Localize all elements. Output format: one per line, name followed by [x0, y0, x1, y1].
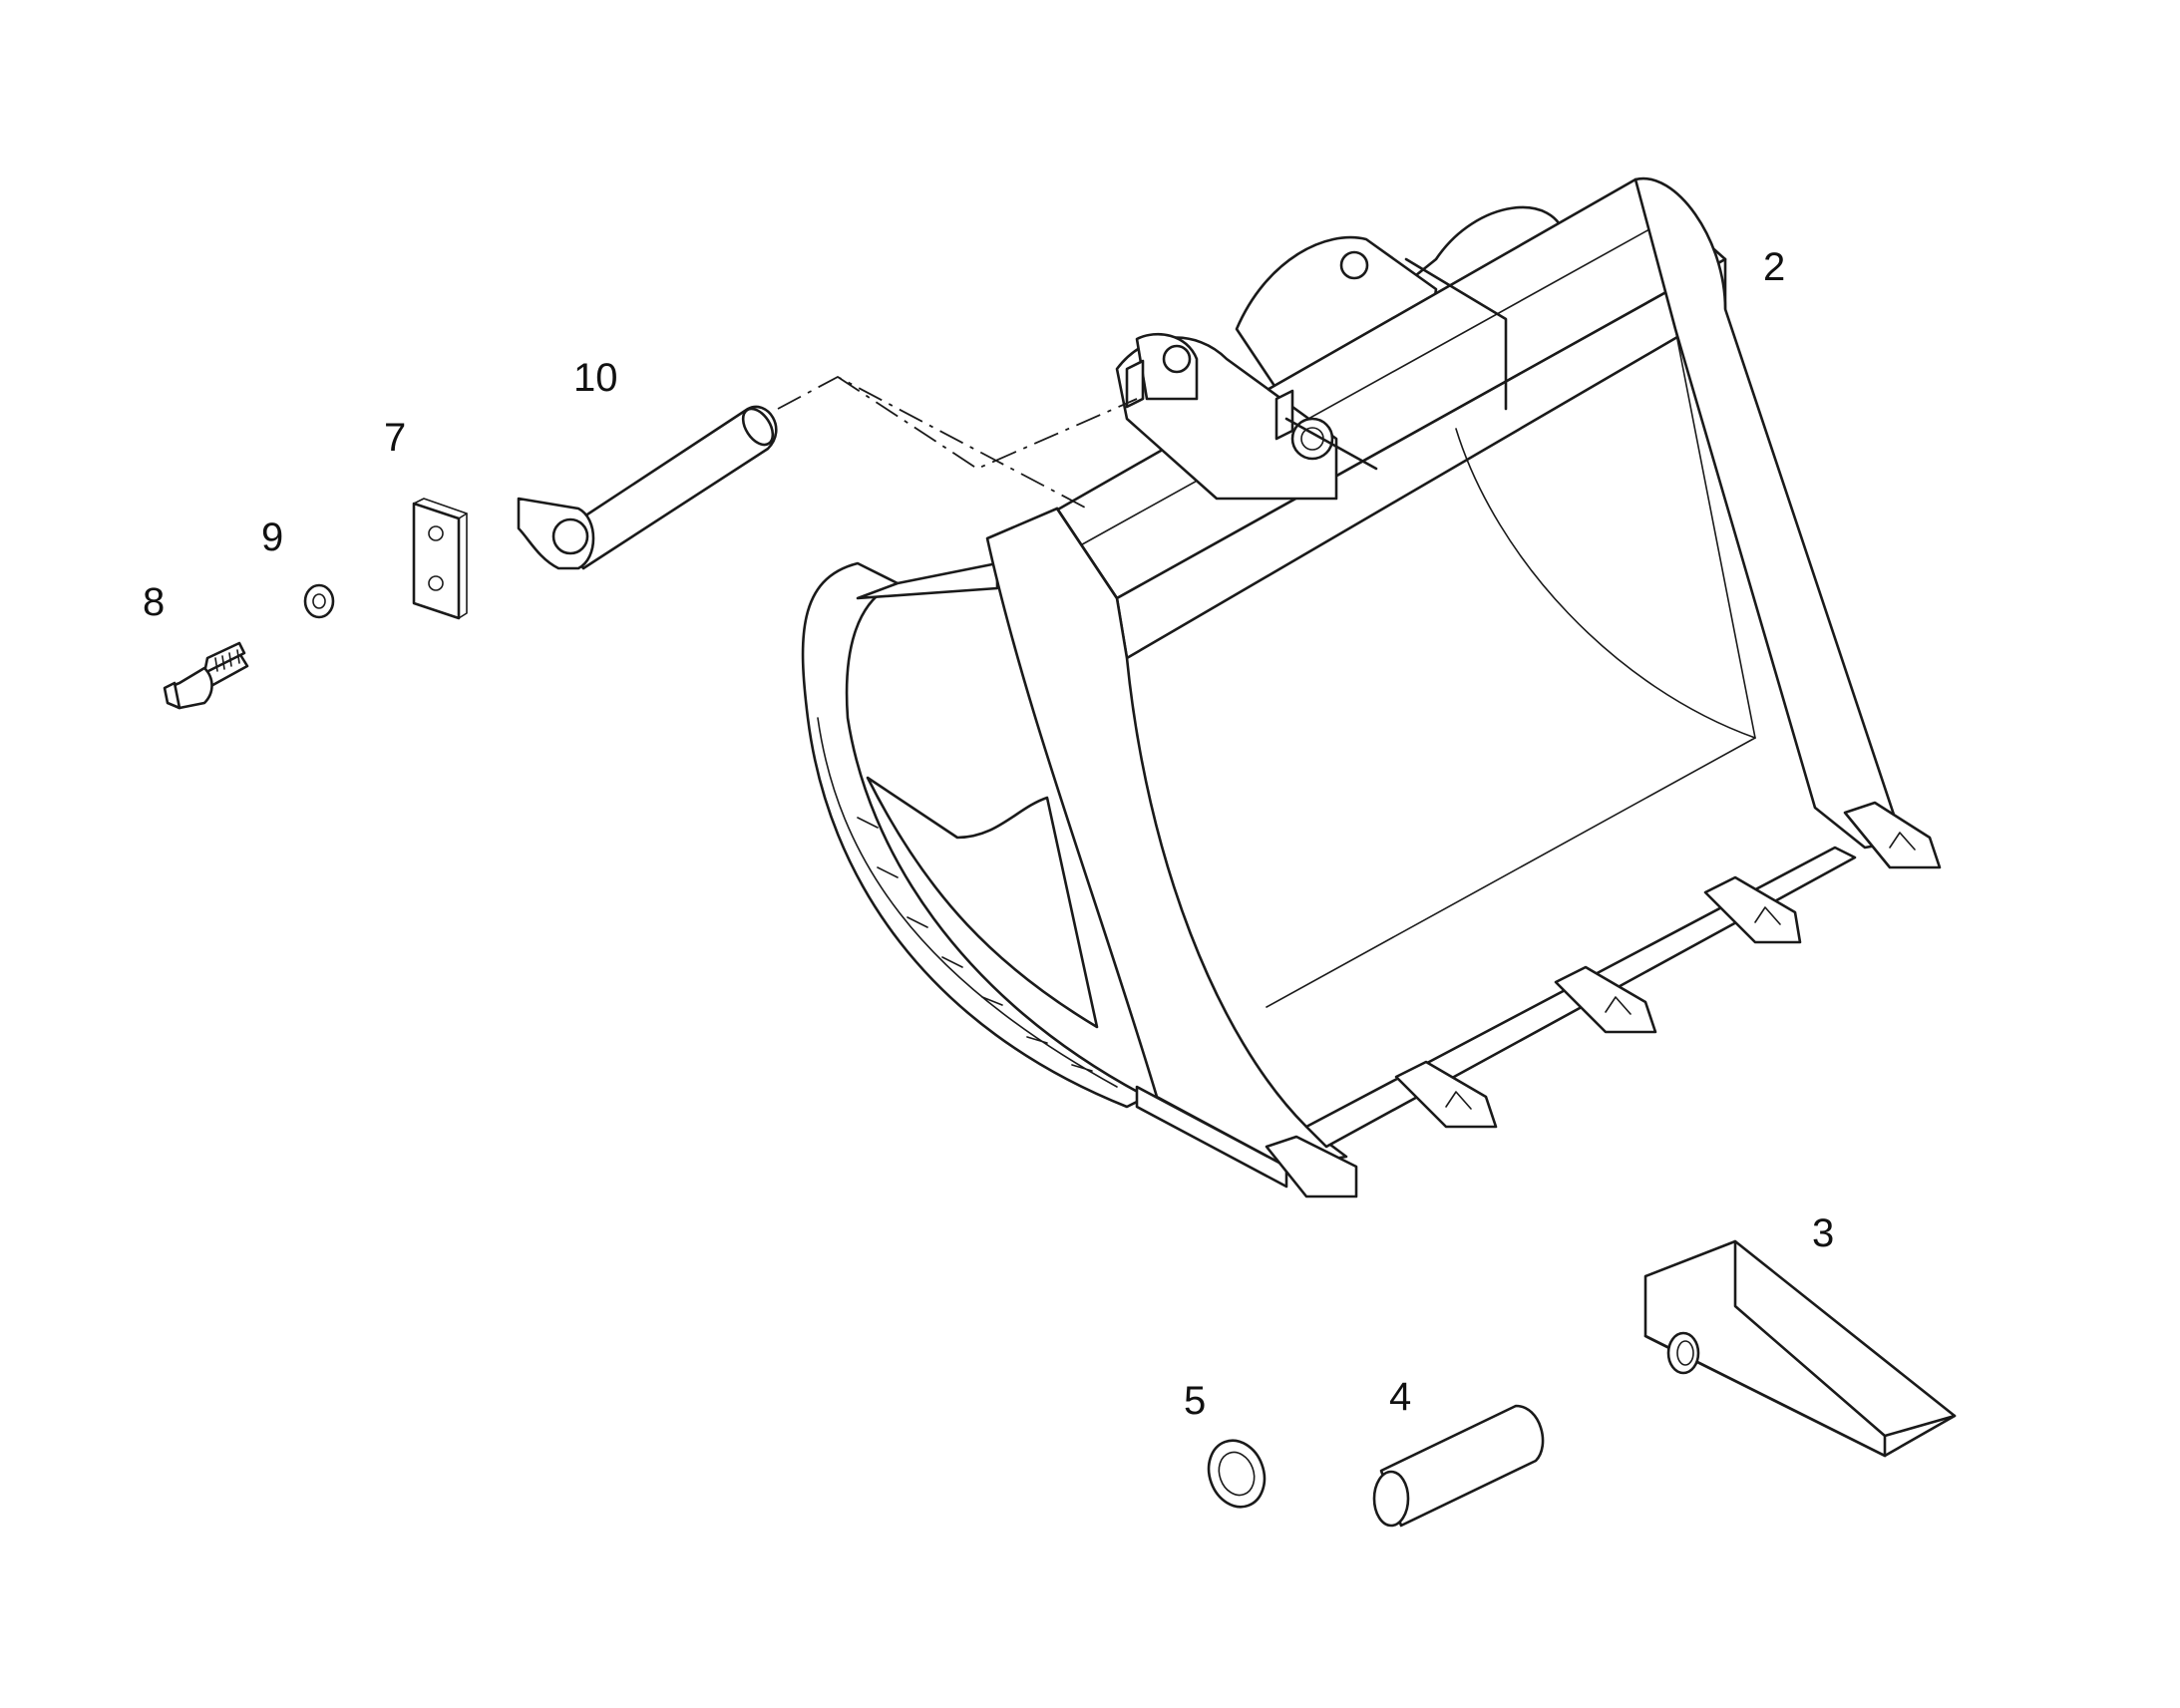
- bucket-pin-part[interactable]: [517, 404, 779, 570]
- lock-plate-part[interactable]: [412, 498, 468, 620]
- callout-bolt: 8: [143, 580, 165, 624]
- tooth-pin-part[interactable]: [1372, 1404, 1545, 1528]
- bucket-part[interactable]: [801, 176, 1942, 1198]
- callout-tooth-pin: 4: [1389, 1375, 1411, 1419]
- retainer-washer-part[interactable]: [1200, 1433, 1273, 1515]
- bucket-adapters: [1265, 801, 1942, 1198]
- washer-part[interactable]: [303, 583, 335, 619]
- bolt-part[interactable]: [163, 641, 249, 710]
- callout-washer: 9: [261, 515, 283, 559]
- callout-bucket-pin: 10: [573, 356, 618, 400]
- callout-tooth: 3: [1812, 1211, 1834, 1255]
- callout-lock-plate: 7: [384, 416, 406, 460]
- pin-centerline: [777, 375, 1138, 510]
- callout-bucket: 2: [1763, 245, 1785, 289]
- callout-retainer-washer: 5: [1184, 1379, 1206, 1423]
- tooth-part[interactable]: [1643, 1239, 1957, 1458]
